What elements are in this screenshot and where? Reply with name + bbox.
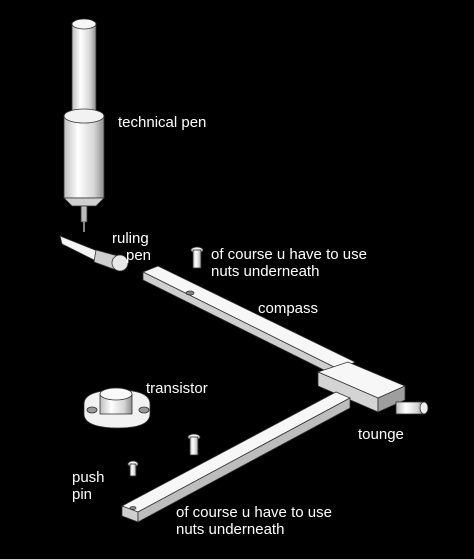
- bolt-top-drawing: [190, 246, 204, 269]
- label-ruling-pen-line1: ruling: [112, 230, 149, 247]
- label-nuts-note-top-line1: of course u have to use: [211, 246, 367, 263]
- label-technical-pen: technical pen: [118, 114, 207, 131]
- lower-arm-drawing: [121, 391, 351, 523]
- compass-arm-drawing: [142, 265, 429, 415]
- label-transistor: transistor: [146, 380, 208, 397]
- label-nuts-note-bottom-line1: of course u have to use: [176, 504, 332, 521]
- label-nuts-note-top: of course u have to use nuts underneath: [211, 246, 367, 280]
- bolt-bottom-drawing: [187, 433, 201, 456]
- label-ruling-pen-line2: pen: [126, 247, 152, 264]
- transistor-drawing: [83, 387, 151, 429]
- label-nuts-note-bottom: of course u have to use nuts underneath: [176, 504, 332, 538]
- ruling-pen-drawing: [59, 235, 129, 272]
- label-tounge: tounge: [358, 426, 404, 443]
- label-compass: compass: [258, 300, 319, 317]
- technical-pen-drawing: [63, 18, 105, 232]
- push-pin-drawing: [127, 460, 139, 477]
- label-ruling-pen: ruling pen: [112, 230, 151, 264]
- label-push-pin-line1: push: [72, 469, 105, 486]
- label-push-pin-line2: pin: [72, 486, 93, 503]
- label-nuts-note-top-line2: nuts underneath: [211, 263, 320, 280]
- label-push-pin: push pin: [72, 469, 105, 503]
- label-nuts-note-bottom-line2: nuts underneath: [176, 521, 285, 538]
